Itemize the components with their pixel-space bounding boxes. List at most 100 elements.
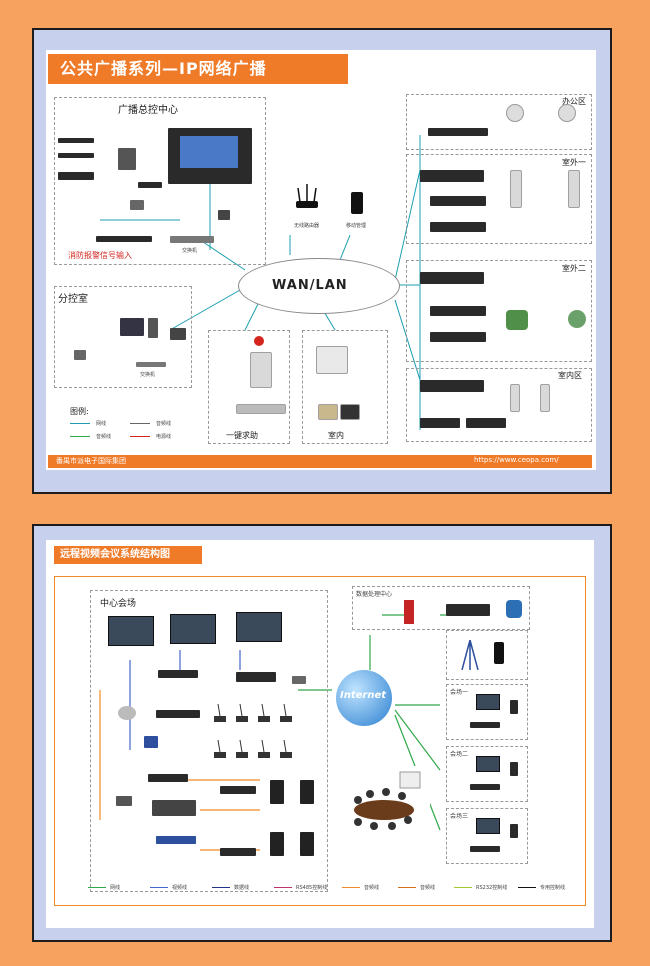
indoor-amp-2[interactable]	[466, 418, 506, 428]
indoor-title: 室内	[328, 431, 344, 440]
legend-audio2: 音频线	[420, 885, 436, 891]
legend-arrow-video	[150, 887, 168, 888]
legend-line-audio2	[70, 436, 90, 437]
venue-2-terminal[interactable]	[470, 784, 500, 790]
indoor-card-reader-2[interactable]	[340, 404, 360, 420]
legend-audio1: 音频线	[364, 885, 380, 891]
microphone-icon	[212, 703, 298, 724]
venue-1-terminal[interactable]	[470, 722, 500, 728]
router-label: 无线路由器	[294, 223, 320, 229]
branch-switch[interactable]	[136, 362, 166, 367]
venue-2-region	[446, 746, 528, 802]
legend-line-net	[70, 423, 90, 424]
venue-1-tv	[476, 694, 500, 710]
mixer[interactable]	[58, 172, 94, 180]
rack-screen	[180, 136, 238, 168]
antenna-icon	[460, 639, 480, 671]
sos-title: 一键求助	[226, 431, 258, 440]
broadcast-title: 公共广播系列—IP网络广播	[48, 54, 348, 84]
microphone-row-2	[212, 739, 298, 760]
video-terminal[interactable]	[236, 672, 276, 682]
outdoor1-amp[interactable]	[430, 196, 486, 206]
amplifier[interactable]	[138, 182, 162, 188]
main-speaker-2	[300, 780, 314, 804]
legend-special: 专用控制线	[540, 885, 566, 891]
branch-monitor[interactable]	[120, 318, 144, 336]
indoor-amp[interactable]	[420, 418, 460, 428]
branch-tower[interactable]	[148, 318, 158, 338]
broadcast-footer: 番禺市派电子国际集团 https://www.ceopa.com/	[48, 455, 592, 468]
cd-player[interactable]	[58, 138, 94, 143]
phone-label: 移动管理	[346, 223, 367, 229]
outdoor1-zone	[406, 154, 592, 244]
legend-line-power	[130, 436, 150, 437]
indoor-terminal[interactable]	[316, 346, 348, 374]
branch-speaker[interactable]	[170, 328, 186, 340]
power-amp-2[interactable]	[220, 848, 256, 856]
meeting-room-image	[340, 766, 430, 836]
legend-video: 视频线	[172, 885, 188, 891]
outdoor2-amp[interactable]	[430, 306, 486, 316]
audio-processor[interactable]	[148, 774, 188, 782]
sos-amp[interactable]	[236, 404, 286, 414]
data-center-title: 数据处理中心	[356, 591, 393, 598]
av-processor[interactable]	[156, 710, 200, 718]
tv-wall-icon	[108, 616, 154, 646]
camera-icon	[118, 706, 136, 720]
pc-station[interactable]	[144, 736, 158, 748]
venue-1-region	[446, 684, 528, 740]
outdoor1-amp-2[interactable]	[430, 222, 486, 232]
mobile-region	[446, 630, 528, 680]
database-icon	[506, 600, 522, 618]
legend-label-net: 网线	[96, 421, 107, 427]
outdoor2-zone-label: 室外二	[562, 264, 586, 273]
sos-panel[interactable]	[250, 352, 272, 388]
venue-3-terminal[interactable]	[470, 846, 500, 852]
legend-rs485: RS485控制线	[296, 885, 328, 891]
data-server[interactable]	[446, 604, 490, 616]
branch-mic[interactable]	[74, 350, 86, 360]
office-player[interactable]	[428, 128, 488, 136]
indoor-card-reader[interactable]	[318, 404, 338, 420]
main-speaker-4	[300, 832, 314, 856]
power-amp[interactable]	[96, 236, 152, 242]
matrix-switcher[interactable]	[158, 670, 198, 678]
garden-speaker-2	[568, 310, 586, 328]
laptop[interactable]	[116, 796, 132, 806]
digital-mixer[interactable]	[152, 800, 196, 816]
power-sequencer[interactable]	[156, 836, 196, 844]
legend-data: 数据线	[234, 885, 250, 891]
outdoor2-amp-2[interactable]	[430, 332, 486, 342]
pc-tower[interactable]	[118, 148, 136, 170]
main-switch[interactable]	[170, 236, 214, 243]
router-box[interactable]	[292, 676, 306, 684]
indoor-zone	[406, 368, 592, 442]
data-center-region	[352, 586, 530, 630]
legend-arrow-special	[518, 887, 536, 888]
paging-mic[interactable]	[130, 200, 144, 210]
nas-device[interactable]	[218, 210, 230, 220]
outdoor1-zone-label: 室外一	[562, 158, 586, 167]
outdoor1-player[interactable]	[420, 170, 484, 182]
indoor-column-1	[510, 384, 520, 412]
outdoor2-player[interactable]	[420, 272, 484, 284]
power-amp-1[interactable]	[220, 786, 256, 794]
main-hall-title: 中心会场	[100, 599, 137, 609]
wan-label: WAN/LAN	[272, 278, 348, 293]
indoor-region	[302, 330, 388, 444]
venue-2-speaker	[510, 762, 518, 776]
tuner[interactable]	[58, 153, 94, 158]
office-zone-label: 办公区	[562, 97, 586, 106]
footer-right-text[interactable]: https://www.ceopa.com/	[474, 456, 559, 464]
alarm-input-text: 消防报警信号输入	[68, 251, 132, 260]
legend-label-audio2: 音频线	[96, 434, 112, 440]
footer-left-text: 番禺市派电子国际集团	[56, 457, 126, 465]
legend-line-audio1	[130, 423, 150, 424]
center-control-region	[54, 97, 266, 265]
venue-3-region	[446, 808, 528, 864]
venue-1-label: 会场一	[450, 689, 469, 696]
indoor-player[interactable]	[420, 380, 484, 392]
indoor-zone-label: 室内区	[558, 371, 582, 380]
indoor-column-2	[540, 384, 550, 412]
phone-icon	[351, 192, 363, 214]
